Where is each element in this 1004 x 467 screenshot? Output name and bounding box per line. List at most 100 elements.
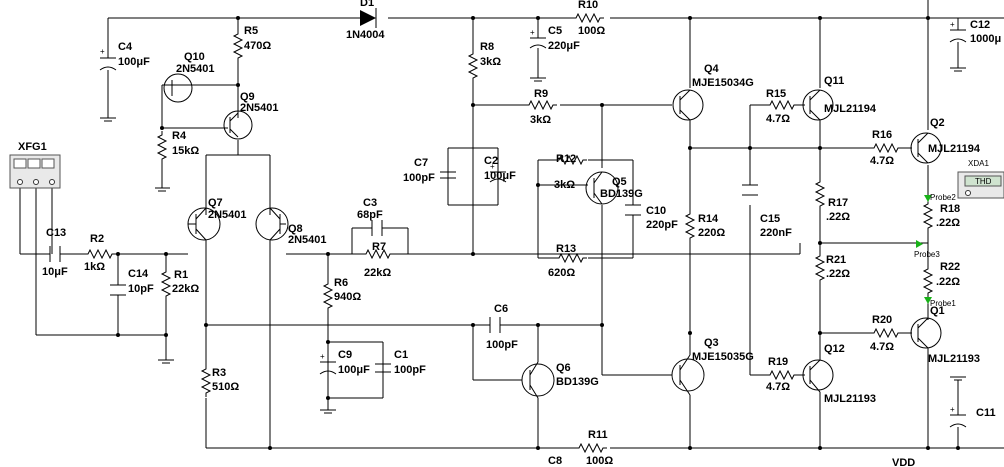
r11-ref: R11 — [588, 429, 608, 441]
q4-value: MJE15034G — [692, 77, 754, 89]
q7-value: 2N5401 — [208, 209, 247, 221]
q6-ref: Q6 — [556, 362, 571, 374]
c2-value: 100μF — [484, 170, 516, 182]
c11-ref: C11 — [976, 407, 996, 419]
c7-value: 100pF — [403, 172, 435, 184]
plus-c12: + — [950, 20, 955, 29]
r1-value: 22kΩ — [172, 283, 199, 295]
q7-ref: Q7 — [208, 197, 223, 209]
r9-ref: R9 — [534, 88, 548, 100]
transistor-q6 — [521, 361, 555, 399]
r2-value: 1kΩ — [84, 261, 105, 273]
q3-value: MJE15035G — [692, 351, 754, 363]
c12-value: 1000μ — [970, 33, 1001, 45]
wiring — [19, 0, 1004, 449]
c6-ref: C6 — [494, 303, 508, 315]
capacitor-c2 — [489, 171, 507, 183]
q5-ref: Q5 — [612, 176, 627, 188]
r17-value: .22Ω — [826, 211, 850, 223]
resistor-r9 — [524, 100, 558, 110]
c3-ref: C3 — [363, 197, 377, 209]
transistor-q10 — [162, 73, 193, 103]
r17-ref: R17 — [828, 197, 848, 209]
d1-value: 1N4004 — [346, 29, 385, 41]
c15-value: 220nF — [760, 227, 792, 239]
distortion-analyzer-xda1[interactable] — [957, 171, 1004, 199]
r21-ref: R21 — [826, 254, 846, 266]
r16-ref: R16 — [872, 129, 892, 141]
c4-ref: C4 — [118, 41, 133, 53]
resistor-r8 — [468, 49, 478, 83]
r4-ref: R4 — [172, 130, 187, 142]
r5-value: 470Ω — [244, 40, 271, 52]
r22-ref: R22 — [940, 261, 960, 273]
resistor-r5 — [233, 29, 243, 63]
r1-ref: R1 — [174, 269, 188, 281]
resistor-r15 — [765, 100, 799, 110]
xda1-thd-label: THD — [975, 177, 992, 186]
c13-value: 10μF — [42, 266, 68, 278]
d1-ref: D1 — [360, 0, 374, 9]
r3-value: 510Ω — [212, 381, 239, 393]
capacitor-c14 — [110, 284, 126, 296]
r10-value: 100Ω — [578, 25, 605, 37]
q11-value: MJL21194 — [824, 103, 877, 115]
diode-d1 — [360, 8, 377, 28]
r18-ref: R18 — [940, 203, 960, 215]
r13-ref: R13 — [556, 243, 576, 255]
c8-ref: C8 — [548, 455, 562, 467]
capacitor-c11 — [949, 414, 967, 428]
q8-ref: Q8 — [288, 223, 303, 235]
r6-ref: R6 — [334, 277, 348, 289]
function-generator-xfg1[interactable] — [9, 154, 61, 189]
junction-dots — [116, 16, 960, 450]
c5-value: 220μF — [548, 40, 580, 52]
r19-ref: R19 — [768, 356, 788, 368]
component-labels: D1 1N4004 R10 100Ω C4 100μF R5 470Ω Q10 … — [42, 0, 1001, 467]
c7-ref: C7 — [414, 157, 428, 169]
resistor-r1 — [161, 267, 171, 301]
capacitor-c1 — [375, 363, 391, 373]
capacitor-c4 — [99, 57, 117, 71]
q10-value: 2N5401 — [176, 63, 215, 75]
probe3-label: Probe3 — [914, 250, 940, 259]
resistor-r17 — [815, 177, 825, 211]
q6-value: BD139G — [556, 376, 599, 388]
c5-ref: C5 — [548, 25, 562, 37]
capacitor-c6 — [489, 317, 512, 333]
r16-value: 4.7Ω — [870, 155, 894, 167]
r8-ref: R8 — [480, 41, 494, 53]
r18-value: .22Ω — [936, 217, 960, 229]
c9-value: 100μF — [338, 364, 370, 376]
c10-value: 220pF — [646, 219, 678, 231]
c1-value: 100pF — [394, 364, 426, 376]
c14-value: 10pF — [128, 283, 154, 295]
capacitor-c3 — [371, 220, 383, 236]
r13-value: 620Ω — [548, 267, 575, 279]
r4-value: 15kΩ — [172, 145, 199, 157]
q11-ref: Q11 — [824, 75, 844, 87]
transistor-q11 — [802, 89, 834, 121]
q3-ref: Q3 — [704, 337, 719, 349]
q2-value: MJL21194 — [928, 143, 981, 155]
r7-ref: R7 — [372, 241, 386, 253]
r5-ref: R5 — [244, 25, 258, 37]
q10-ref: Q10 — [184, 51, 205, 63]
mjl21193-q12-value: MJL21193 — [824, 393, 876, 405]
r8-value: 3kΩ — [480, 56, 501, 68]
resistor-r19 — [765, 370, 799, 380]
r19-value: 4.7Ω — [766, 381, 790, 393]
c12-ref: C12 — [970, 19, 990, 31]
c10-ref: C10 — [646, 205, 666, 217]
xda1-label: XDA1 — [968, 159, 989, 168]
capacitors — [49, 29, 967, 428]
q4-ref: Q4 — [704, 63, 720, 75]
resistor-r21 — [815, 251, 825, 285]
c14-ref: C14 — [128, 268, 149, 280]
capacitor-c5 — [529, 37, 547, 49]
c13-ref: C13 — [46, 227, 66, 239]
r14-ref: R14 — [698, 213, 719, 225]
transistor-q7 — [187, 207, 221, 241]
resistor-r4 — [157, 130, 167, 164]
